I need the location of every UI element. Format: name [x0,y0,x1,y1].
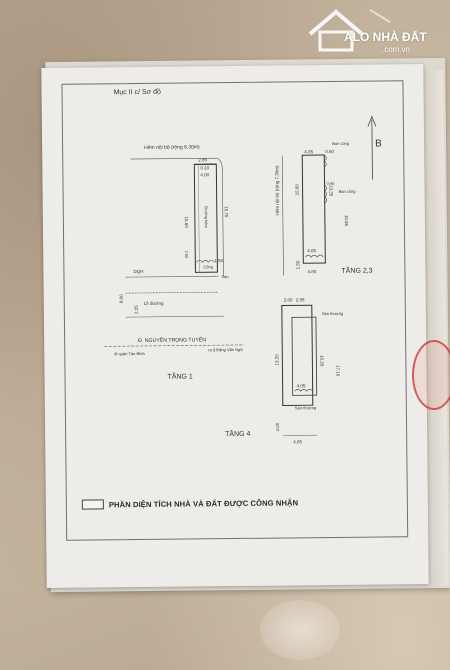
north-label: B [375,138,382,149]
legend-label: PHẦN DIỆN TÍCH NHÀ VÀ ĐẤT ĐƯỢC CÔNG NHẬN [108,497,299,509]
tang23-dim-405-top: 4.05 [304,149,313,154]
tang1-curb-label: Lề đường [144,301,164,306]
tang1-san-label: Sân [221,274,228,279]
tang23-dim-480: 4.80 [307,269,316,274]
watermark-domain: .com.vn [382,45,411,54]
watermark-brand: ALO NHÀ ĐẤT [344,30,427,44]
tang1-dqh-label: DQH [133,269,143,274]
tang23-dim-080: 0.80 [325,149,334,154]
site-plan-drawing: B Hẻm nội bộ (rộng 6.30m) 2.85 0.10 4.00… [104,115,382,444]
watermark: ALO NHÀ ĐẤT .com.vn [300,0,450,62]
plan-tang1: Hẻm nội bộ (rộng 6.30m) 2.85 0.10 4.00 1… [104,144,245,381]
tang4-dim-200: 2.00 [284,297,293,302]
tang23-dim-1325: 13.25 [329,185,334,197]
north-arrow-icon: B [367,115,382,180]
tang4-santhuong-bot: Sân thượng [295,405,316,410]
tang1-dim-top: 2.85 [198,157,207,162]
tang4-dim-405: 4.05 [297,383,306,388]
tang4-dim-485: 4.85 [293,439,302,444]
tang1-floor-label: TẦNG 1 [167,370,192,380]
tang1-dim-150: 1.50 [214,258,223,263]
tang1-dim-260: 2.60 [184,250,189,259]
tang1-dir-left: đi quận Tân Bình [114,351,144,356]
tang23-alley-label: Hẻm nội bộ (rộng 7.30m) [274,165,280,216]
tang23-bancong-2: Ban công [339,189,356,194]
tang4-santhuong-top: Sân thượng [322,311,343,316]
legend-swatch [81,499,104,510]
tang23-floor-label: TẦNG 2,3 [341,265,372,275]
tang1-stair-label: Đường hẻm [204,206,209,228]
plan-tang23: 4.05 0.80 Ban công Ban công Hẻm nội bộ (… [274,141,373,276]
tang1-dim-225: 2.25 [134,305,139,314]
tang4-dim-1710: 17.10 [335,365,340,377]
tang4-dim-1020: 10.20 [319,355,324,367]
tang1-dim-1560: 15.60 [184,216,189,228]
plan-tang4: 2.00 2.85 Sân thượng 13.20 10.20 17.10 4… [225,297,343,444]
tang1-dim-010: 0.10 [200,165,209,170]
tang4-floor-label: TẦNG 4 [225,428,250,438]
tang1-dim-1575: 15.75 [224,206,229,218]
tang23-dim-405-bot: 4.05 [307,248,316,253]
red-seal-stamp [412,340,450,410]
tang1-alley-label: Hẻm nội bộ (rộng 6.30m) [144,144,200,151]
tang1-street-label: Đ. NGUYỄN TRỌNG TUYỂN [138,336,206,344]
light-glare [260,600,340,660]
tang23-dim-090: 0.90 [326,181,335,186]
house-logo-icon [308,9,391,52]
tang1-gate-label: Cổng [203,264,213,269]
document-page: Mục II c/ Sơ đồ B Hẻm nội bộ (rộng 6.30m… [41,64,429,588]
tang4-dim-285: 2.85 [296,297,305,302]
tang1-dim-800: 8.00 [119,294,124,303]
tang4-dim-1320: 13.20 [274,354,279,366]
tang23-dim-1560: 15.60 [295,184,300,196]
tang1-dir-right: ra đ.Đặng Văn Ngữ [208,347,243,352]
tang23-dim-1085: 10.85 [344,215,349,227]
tang23-dim-150: 1.50 [295,260,300,269]
tang23-bancong-1: Ban công [332,141,349,146]
tang1-dim-400: 4.00 [200,172,209,177]
tang4-dim-400: 4.00 [275,422,280,431]
